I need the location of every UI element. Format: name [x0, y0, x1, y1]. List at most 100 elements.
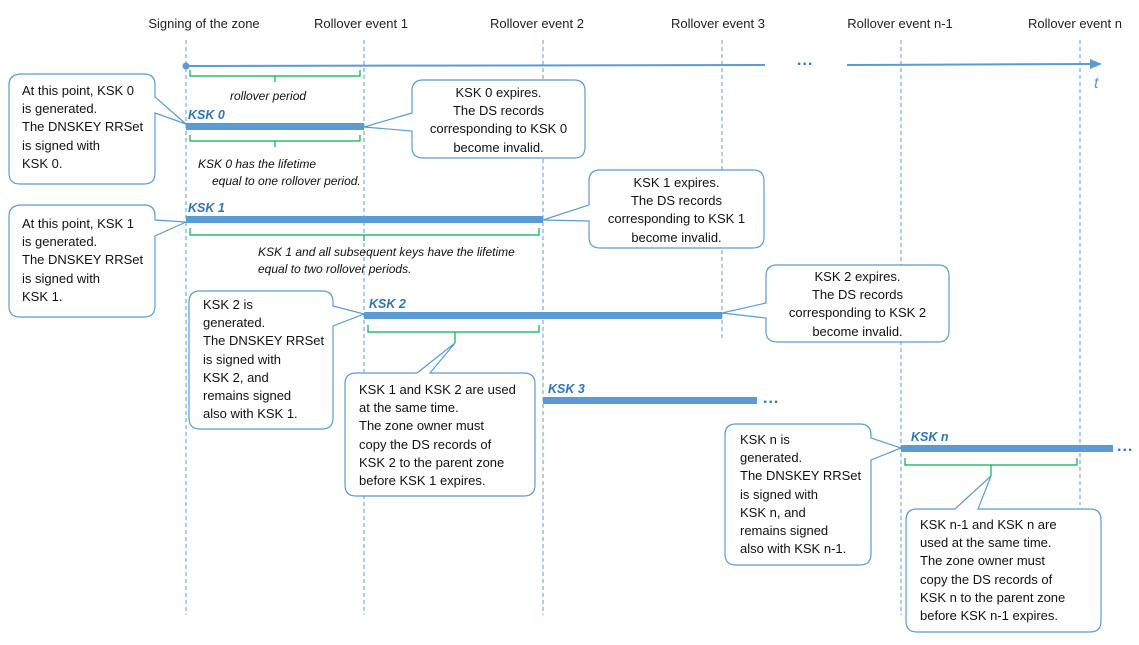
brace-ksk0-lifetime — [189, 135, 361, 147]
callout-gen2-line: generated. — [203, 315, 266, 331]
event-label-rollover-1: Rollover event 1 — [314, 16, 408, 31]
callout-exp0-text: KSK 0 expires. The DS records correspond… — [416, 84, 581, 157]
callout-exp2-line: KSK 2 expires. — [814, 269, 901, 284]
key-bars — [186, 123, 1113, 452]
ksk0-lifetime-note: KSK 0 has the lifetime equal to one roll… — [198, 156, 361, 190]
ksk3-continuation-dots: ... — [763, 390, 780, 407]
callout-exp2-text: KSK 2 expires. The DS records correspond… — [770, 268, 945, 341]
callout-overlap12-shape — [344, 342, 536, 497]
rollover-period-label: rollover period — [230, 89, 307, 103]
event-label-signing: Signing of the zone — [148, 16, 260, 31]
callout-gen2-line: also with KSK 1. — [203, 406, 298, 422]
brace-rollover-period — [189, 70, 361, 82]
ksk1-label: KSK 1 — [188, 201, 225, 215]
time-axis — [182, 59, 1102, 70]
callout-overlap12-line: before KSK 1 expires. — [359, 473, 486, 489]
callout-overlapn-text: KSK n-1 and KSK n are used at the same t… — [920, 516, 1065, 625]
event-label-rollover-3: Rollover event 3 — [671, 16, 765, 31]
ksk1-lifetime-line-1: KSK 1 and all subsequent keys have the l… — [258, 245, 515, 259]
callout-exp1-line: corresponding to KSK 1 — [607, 211, 746, 227]
callout-genn-line: generated. — [740, 450, 803, 466]
callout-gen2-line: is signed with — [203, 351, 282, 367]
callout-genn-line: also with KSK n-1. — [740, 541, 847, 557]
callout-gen1-line: KSK 1. — [22, 288, 63, 304]
kskn-bar — [901, 445, 1113, 452]
callout-overlapn-line: The zone owner must — [920, 553, 1046, 569]
callout-exp0-line: KSK 0 expires. — [455, 85, 542, 100]
callout-overlap12-text: KSK 1 and KSK 2 are used at the same tim… — [359, 381, 516, 490]
callout-gen2-line: KSK 2 is — [203, 297, 253, 312]
callout-gen2-shape — [188, 290, 366, 430]
ksk1-bar — [186, 216, 543, 223]
callout-gen1-text: At this point, KSK 1 is generated. The D… — [22, 215, 143, 306]
event-label-rollover-n: Rollover event n — [1028, 16, 1122, 31]
ksk2-bar — [364, 312, 722, 319]
ksk2-label: KSK 2 — [369, 297, 406, 311]
callout-genn-line: remains signed — [740, 523, 829, 539]
callout-gen1-line: is generated. — [22, 234, 98, 250]
callout-gen2-text: KSK 2 is generated. The DNSKEY RRSet is … — [203, 296, 324, 423]
callout-gen2-line: KSK 2, and — [203, 369, 269, 385]
ksk3-label: KSK 3 — [548, 382, 585, 396]
callout-exp2-shape — [721, 264, 950, 343]
callout-exp1-shape — [542, 169, 765, 249]
callout-gen0-text: At this point, KSK 0 is generated. The D… — [22, 82, 143, 173]
callout-gen1-line: is signed with — [22, 270, 101, 286]
kskn-label: KSK n — [911, 430, 949, 444]
event-label-rollover-n-1: Rollover event n-1 — [847, 16, 953, 31]
ksk0-lifetime-line-1: KSK 0 has the lifetime — [198, 157, 317, 171]
callout-overlapn-line: before KSK n-1 expires. — [920, 608, 1059, 624]
callout-overlap12-line: KSK 1 and KSK 2 are used — [359, 382, 516, 397]
callout-exp2-line: corresponding to KSK 2 — [788, 305, 927, 321]
callout-overlapn-shape — [905, 475, 1102, 633]
ksk0-label: KSK 0 — [188, 108, 225, 122]
ksk0-lifetime-line-2: equal to one rollover period. — [212, 174, 361, 188]
axis-segment-1 — [185, 64, 766, 67]
callout-gen1-line: The DNSKEY RRSet — [22, 252, 144, 268]
callout-exp0-line: become invalid. — [453, 139, 544, 155]
callouts — [8, 73, 1102, 633]
brace-ksk1-lifetime — [189, 228, 540, 241]
callout-overlap12-line: KSK 2 to the parent zone — [359, 454, 505, 470]
brace-kskn-overlap — [904, 458, 1078, 476]
callout-genn-line: is signed with — [740, 486, 819, 502]
braces — [189, 70, 1078, 476]
callout-gen0-line: The DNSKEY RRSet — [22, 119, 144, 135]
callout-gen2-line: The DNSKEY RRSet — [203, 333, 325, 349]
axis-arrowhead — [1090, 59, 1102, 69]
callout-overlapn-line: used at the same time. — [920, 535, 1052, 551]
callout-overlapn-line: copy the DS records of — [920, 571, 1053, 587]
callout-gen0-line: is signed with — [22, 137, 101, 153]
callout-gen0-shape — [8, 73, 187, 185]
axis-segment-2 — [846, 63, 1093, 66]
callout-genn-line: The DNSKEY RRSet — [740, 468, 862, 484]
ksk1-lifetime-line-2: equal to two rollover periods. — [258, 262, 412, 276]
callout-exp0-line: The DS records — [452, 103, 545, 119]
callout-gen0-line: KSK 0. — [22, 155, 63, 171]
ksk3-bar — [543, 397, 757, 404]
callout-overlapn-line: KSK n-1 and KSK n are — [920, 517, 1057, 532]
callout-overlap12-line: at the same time. — [359, 400, 459, 416]
brace-ksk2-overlap — [367, 325, 540, 343]
ksk1-lifetime-note: KSK 1 and all subsequent keys have the l… — [258, 244, 515, 278]
ksk0-bar — [186, 123, 364, 130]
callout-gen0-line: At this point, KSK 0 — [22, 83, 135, 98]
callout-exp1-line: KSK 1 expires. — [633, 175, 720, 190]
callout-exp0-line: corresponding to KSK 0 — [429, 121, 568, 137]
callout-gen0-line: is generated. — [22, 101, 98, 117]
axis-gap-dots: ... — [797, 52, 814, 69]
callout-exp2-line: become invalid. — [812, 323, 903, 339]
callout-gen1-shape — [8, 204, 187, 318]
callout-genn-shape — [724, 423, 903, 566]
kskn-continuation-dots: ... — [1117, 438, 1134, 455]
callout-overlapn-line: KSK n to the parent zone — [920, 589, 1066, 605]
callout-exp0-shape — [363, 79, 586, 159]
callout-exp1-text: KSK 1 expires. The DS records correspond… — [593, 174, 760, 247]
callout-genn-text: KSK n is generated. The DNSKEY RRSet is … — [740, 431, 861, 558]
callout-exp1-line: become invalid. — [631, 229, 722, 245]
callout-exp2-line: The DS records — [811, 287, 904, 303]
callout-genn-line: KSK n is — [740, 432, 790, 447]
callout-gen2-line: remains signed — [203, 388, 292, 404]
